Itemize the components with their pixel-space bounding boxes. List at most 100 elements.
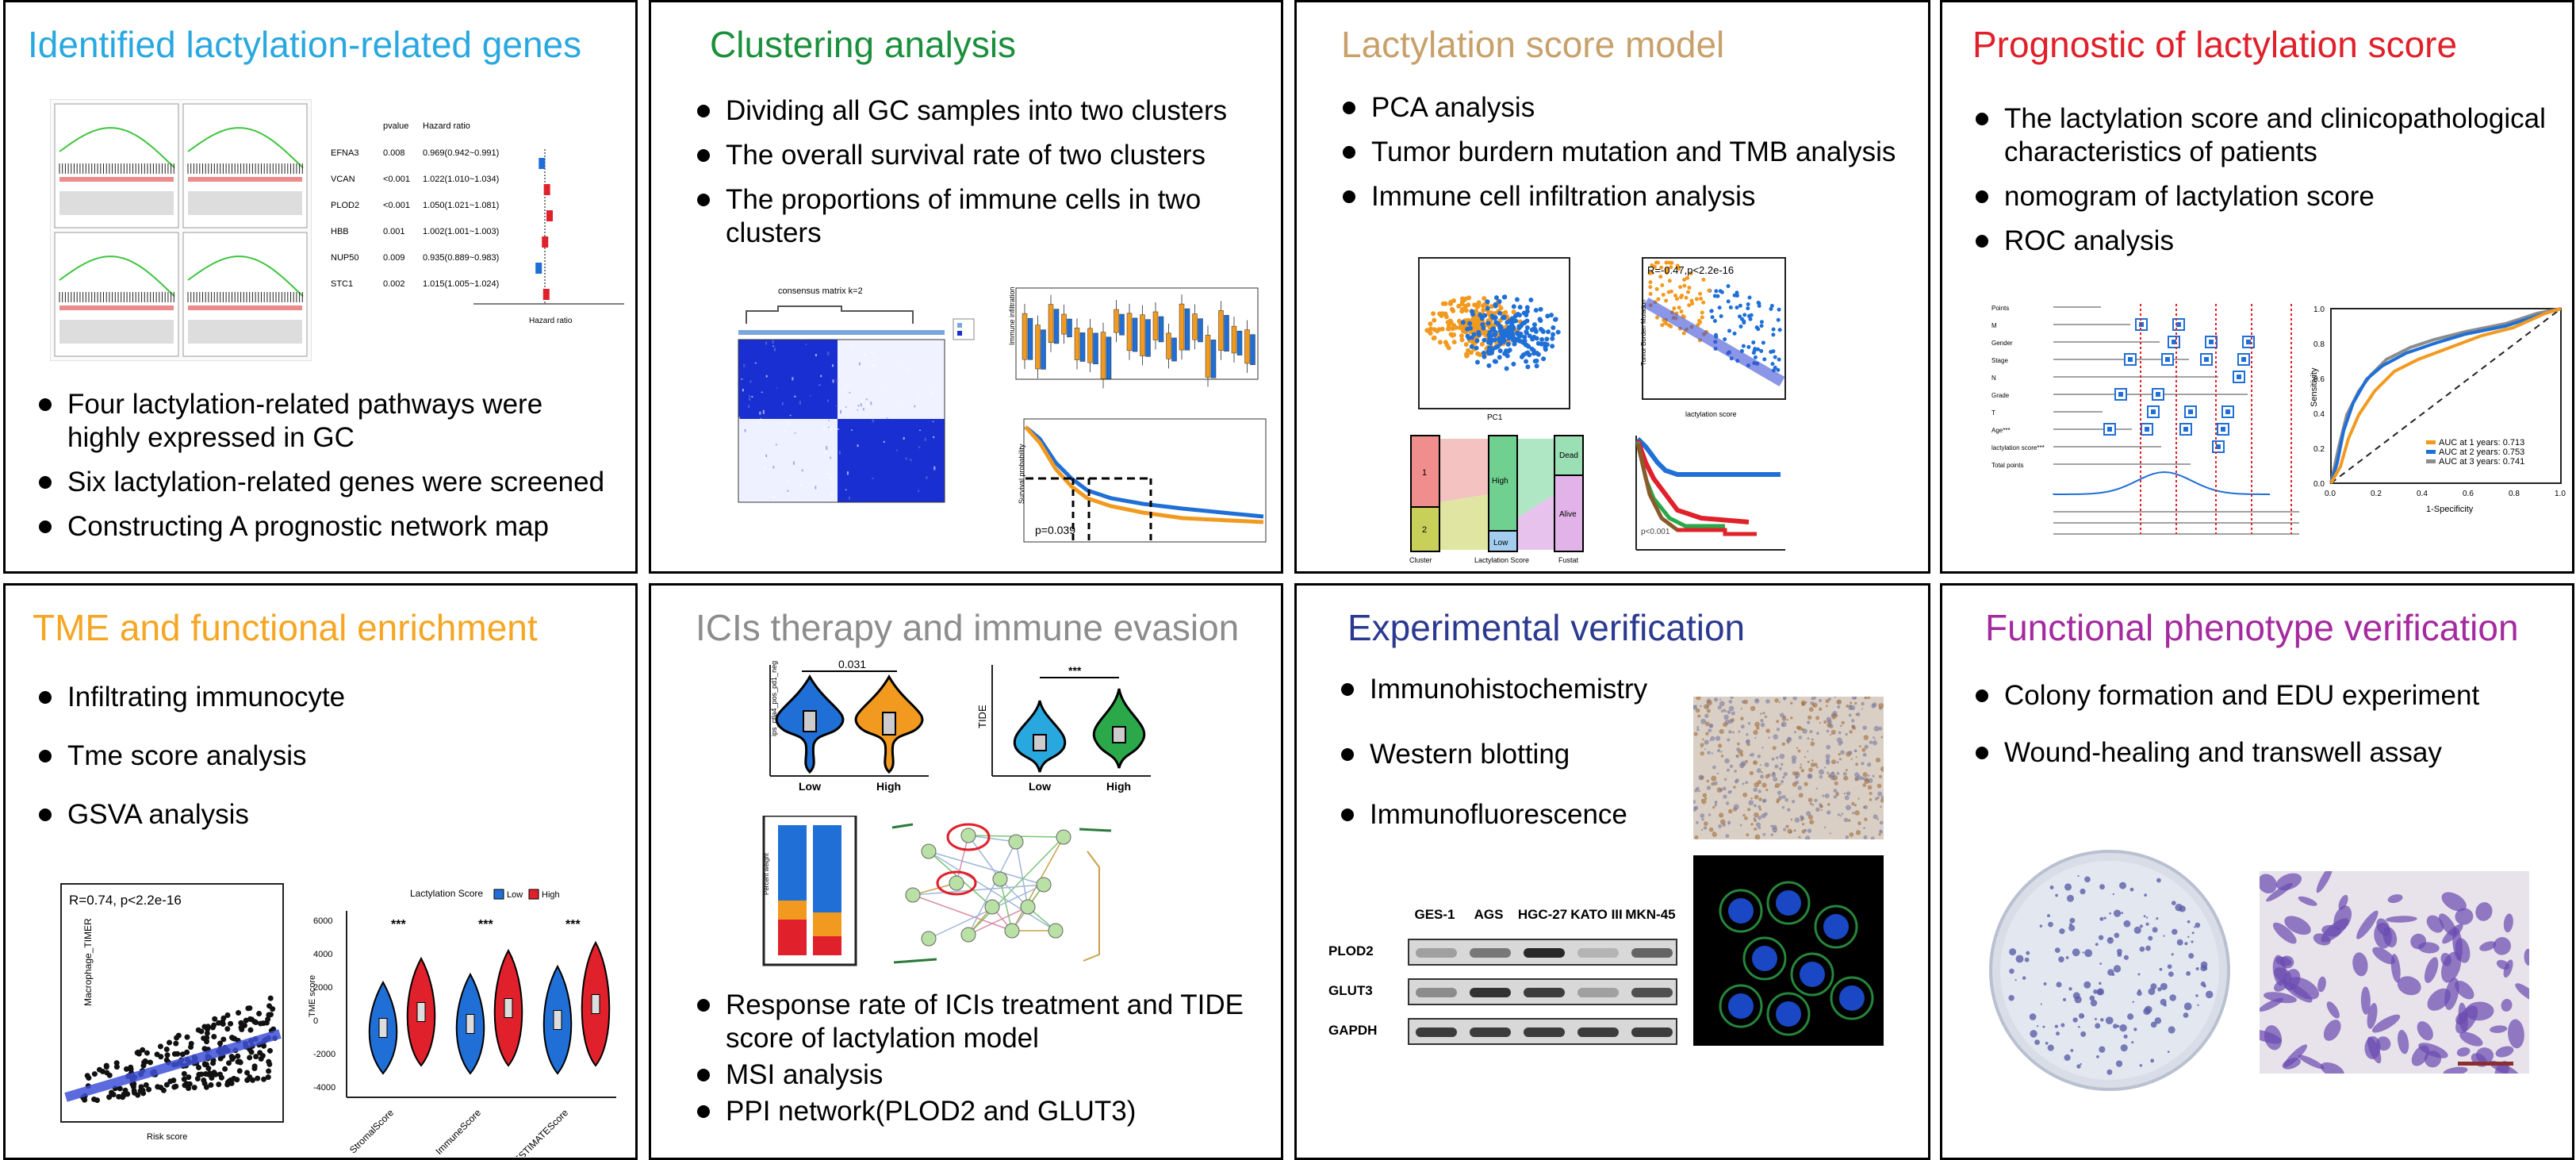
tme-violin-box [504,998,513,1018]
ihc-cell [1760,713,1762,715]
ihc-cell [1761,782,1767,788]
ihc-cell [1716,748,1721,753]
ihc-cell [1851,697,1857,700]
ihc-cell [1819,805,1823,809]
colony [2195,994,2198,997]
tmb-point [1682,283,1687,288]
forest-cell: VCAN [331,175,355,184]
forest-cell: 0.001 [383,227,405,236]
ihc-cell [1820,809,1823,812]
ihc-cell [1695,708,1700,713]
heatmap-cell [903,436,905,440]
pca-point [1485,305,1490,311]
heatmap-cell [883,440,885,443]
colony [2078,1012,2084,1019]
colony [2176,939,2183,946]
colony [2112,1024,2118,1029]
if-membrane [1766,881,1811,925]
pca-point [1497,355,1502,360]
ihc-cell [1708,728,1712,733]
colony [2064,883,2072,891]
tmb-point [1771,327,1776,332]
ppi-edge [912,882,957,896]
box-orange [1035,325,1041,370]
ihc-cell [1759,764,1762,766]
tmb-point [1718,289,1723,294]
ppi-node [1008,834,1024,850]
pca-point [1480,322,1485,328]
pca-point [1428,331,1433,336]
pca-point [1504,348,1509,354]
tmb-point [1684,295,1689,300]
bullet-item: Dividing all GC samples into two cluster… [692,94,1271,128]
box-blue [1132,317,1138,352]
heatmap-cell [827,399,830,402]
ppi-edge [928,851,1045,885]
ihc-cell [1710,736,1715,741]
tmb-point [1679,309,1684,314]
colony [2082,951,2084,954]
ihc-cell [1773,734,1778,739]
pca-point [1515,331,1520,336]
pca-point [1524,318,1530,324]
ihc-cell [1774,782,1781,789]
tmb-point [1746,344,1751,349]
scatter-point [184,1049,190,1055]
colony [2040,1003,2042,1005]
colony [2168,1026,2175,1034]
tmb-point [1681,331,1686,336]
violin-group-label: High [876,780,901,793]
ihc-cell [1876,818,1879,820]
colony [2047,914,2051,918]
pca-point [1534,363,1539,369]
pca-point [1509,322,1515,328]
nomo-box-inner [2221,427,2225,432]
pca-point [1538,306,1543,312]
pca-point [1493,337,1498,343]
ihc-cell [1758,797,1762,801]
pca-point [1498,325,1504,330]
ihc-cell [1780,762,1784,766]
heatmap-cell [779,423,781,425]
ihc-cell [1837,705,1841,709]
colony [2049,885,2054,890]
tmb-point [1741,344,1746,348]
heatmap-cell [862,408,864,411]
ihc-cell [1826,729,1830,733]
pca-point [1475,351,1481,356]
nomogram-plot: PointsMGenderStageNGradeTAge***lactylati… [1991,304,2299,535]
pca-point [1428,326,1434,332]
scatter-point [220,1036,227,1043]
colony [2194,926,2196,928]
tmb-point [1759,324,1764,328]
ihc-cell [1704,721,1710,727]
colony [2127,1013,2134,1020]
heatmap-cell [886,417,888,420]
heatmap-cell [741,378,743,380]
ihc-cell [1774,698,1779,703]
ihc-cell [1718,824,1723,828]
colony [2055,893,2058,897]
ihc-cell [1727,820,1731,824]
tmb-point [1664,298,1669,303]
ihc-cell [1742,792,1748,797]
pca-point [1437,340,1443,345]
transwell-cell [2282,1058,2302,1070]
colony [2188,953,2195,959]
panel-title: Experimental verification [1347,607,1746,648]
pca-point [1462,307,1468,313]
wb-band [1524,988,1565,997]
tmb-point [1717,305,1722,310]
panel-title: Lactylation score model [1341,24,1725,65]
ihc-cell [1826,744,1831,750]
ihc-cell [1847,819,1851,822]
transwell-cell [2397,976,2421,996]
ihc-cell [1733,785,1736,789]
wb-protein-label: GLUT3 [1328,983,1373,998]
colony [2171,901,2176,905]
ihc-cell [1758,808,1762,811]
ihc-cell [1772,824,1777,830]
ppi-highlight [936,870,977,896]
tmb-point [1687,286,1692,290]
tmb-point [1648,291,1653,296]
